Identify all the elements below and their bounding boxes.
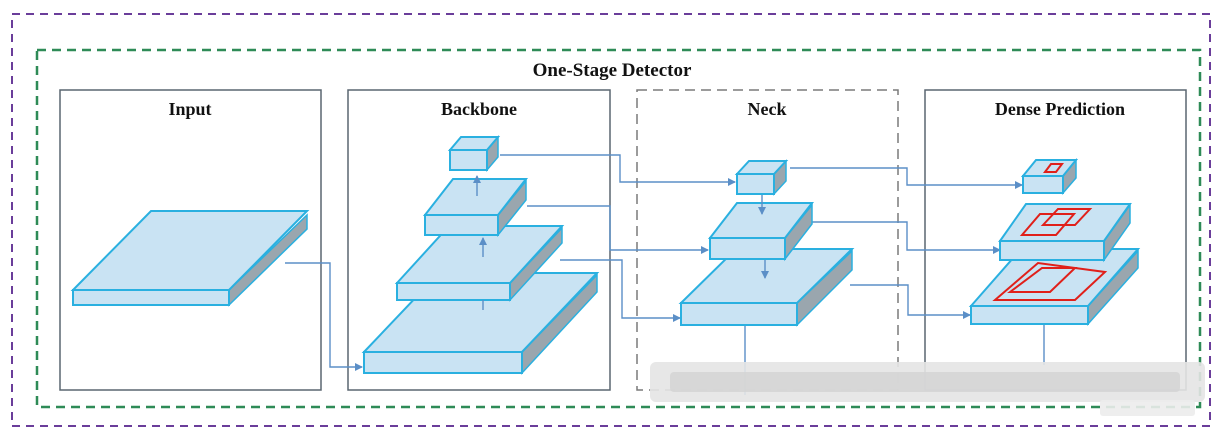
arrow-neck-top-to-dense xyxy=(790,167,1023,189)
slab-front xyxy=(363,351,523,374)
neck-layer-bottom xyxy=(678,248,855,327)
arrow-backbone-l4-to-neck xyxy=(500,154,736,186)
panel-label-dense-prediction: Dense Prediction xyxy=(995,99,1125,119)
watermark-bar xyxy=(670,372,1180,392)
arrow-neck-bottom-to-dense xyxy=(850,284,971,319)
backbone-stack xyxy=(361,134,600,375)
backbone-layer-2 xyxy=(394,225,565,302)
slab-front xyxy=(72,289,230,306)
outer-frame xyxy=(11,13,1211,427)
slab-front xyxy=(736,173,775,195)
arrow-backbone-l3-to-neck xyxy=(527,205,709,254)
slab-front xyxy=(970,305,1089,325)
bounding-box xyxy=(1007,267,1078,293)
backbone-up-arrows xyxy=(473,175,487,310)
arrow-neck-mid-to-dense xyxy=(810,221,1001,254)
bounding-box xyxy=(1043,163,1064,173)
detector-frame xyxy=(35,48,1202,409)
neck-stack xyxy=(678,159,855,327)
diagram-title: One-Stage Detector xyxy=(533,60,692,81)
dense-layer-top xyxy=(1020,157,1079,196)
panel-label-input: Input xyxy=(168,99,211,119)
arrow-input-to-backbone xyxy=(285,262,363,371)
input-feature-slab xyxy=(70,210,310,307)
bounding-box xyxy=(1040,208,1093,226)
dense-prediction-stack xyxy=(968,157,1141,326)
backbone-layer-3 xyxy=(422,178,529,238)
neck-down-arrows xyxy=(758,195,769,279)
bounding-box-marks xyxy=(1043,163,1064,173)
bounding-box-marks xyxy=(992,261,1108,301)
dense-layer-mid xyxy=(998,202,1132,263)
slab-front xyxy=(680,302,798,326)
watermark-bar xyxy=(1100,400,1195,416)
dense-layer-bottom xyxy=(968,248,1141,326)
neck-layer-mid xyxy=(707,202,815,262)
slab-front xyxy=(424,214,499,236)
arrow-backbone-l2-to-neck xyxy=(560,259,681,322)
panel-label-backbone: Backbone xyxy=(441,99,517,119)
blurred-watermark xyxy=(650,362,1205,416)
panel-label-neck: Neck xyxy=(748,99,787,119)
bounding-box-marks xyxy=(1019,208,1093,236)
backbone-layer-4 xyxy=(447,134,501,173)
slab-front xyxy=(709,237,786,260)
slab-front xyxy=(449,149,488,171)
slab-front xyxy=(396,282,511,301)
bounding-box xyxy=(992,261,1108,301)
neck-layer-top xyxy=(734,159,789,196)
slab-front xyxy=(999,240,1105,261)
bounding-box xyxy=(1019,213,1077,236)
slab-front xyxy=(1022,175,1064,194)
